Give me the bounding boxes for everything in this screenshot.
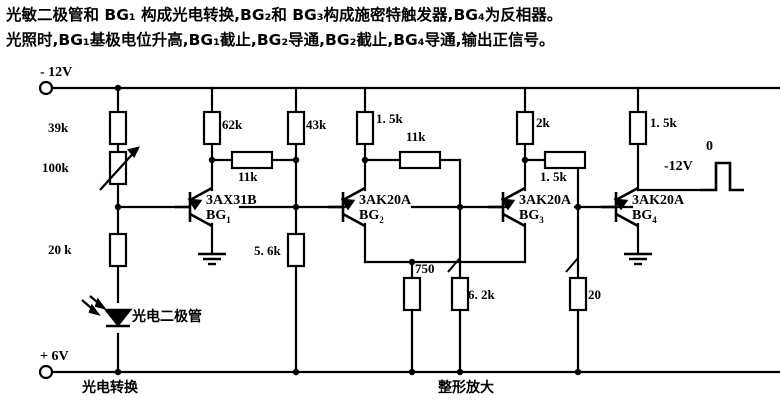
- resistor-label-20: 20: [588, 287, 601, 302]
- dot-bottom-left: [114, 368, 122, 376]
- terminals: [38, 80, 54, 380]
- transistor-name-bg3: BG: [519, 207, 540, 223]
- resistor-label-20k: 20 k: [48, 242, 72, 257]
- resistor-label-11k-a: 11k: [238, 169, 258, 184]
- junction-dots: [114, 84, 582, 376]
- var-mark-6k2: [447, 257, 461, 273]
- transistor-label-bg3: 3AK20A BG3: [519, 193, 572, 225]
- waveform-label-low: -12V: [664, 159, 693, 174]
- resistor-1k5-a: [355, 110, 375, 146]
- resistor-2k: [515, 110, 535, 146]
- resistor-label-100k: 100k: [42, 160, 69, 175]
- transistor-index-bg2: 2: [379, 214, 384, 225]
- resistor-label-62k: 62k: [222, 117, 243, 132]
- ground-symbols: [198, 252, 652, 266]
- waveform-label-high: 0: [706, 139, 713, 154]
- transistor-label-bg1: 3AX31B BG1: [206, 193, 257, 225]
- resistor-label-39k: 39k: [48, 120, 69, 135]
- terminal-minus12v: [38, 80, 54, 96]
- dot-bg1-base: [114, 203, 122, 211]
- rail-label-plus6v: + 6V: [40, 349, 69, 364]
- dot-bg1-collector: [208, 156, 216, 164]
- dot-43k-node: [292, 156, 300, 164]
- dot-750-node: [408, 258, 416, 266]
- terminal-plus6v: [38, 364, 54, 380]
- transistor-label-bg2: 3AK20A BG2: [359, 193, 412, 225]
- description-line-2: 光照时,BG₁基极电位升高,BG₁截止,BG₂导通,BG₂截止,BG₄导通,输出…: [6, 31, 555, 49]
- resistor-label-1k5-c: 1. 5k: [650, 115, 677, 130]
- resistor-11k-a: [230, 150, 274, 170]
- dot-6k2-rail: [456, 368, 464, 376]
- resistor-20k: [108, 232, 128, 268]
- resistor-bodies-horizontal: [230, 150, 587, 170]
- resistor-label-2k: 2k: [536, 115, 550, 130]
- resistor-39k: [108, 110, 128, 146]
- section-label-right: 整形放大: [438, 380, 494, 396]
- transistor-bg3: [488, 186, 526, 228]
- potentiometer-arrow-100k: [99, 146, 141, 191]
- transistor-bg1: [175, 186, 213, 228]
- rail-label-minus12v: - 12V: [40, 65, 73, 80]
- transistor-type-bg1: 3AX31B: [206, 193, 257, 208]
- dot-750-rail: [408, 368, 416, 376]
- ground-bg4: [624, 252, 652, 266]
- description-line-1: 光敏二极管和 BG₁ 构成光电转换,BG₂和 BG₃构成施密特触发器,BG₄为反…: [6, 6, 563, 24]
- transistor-index-bg3: 3: [539, 214, 544, 225]
- resistor-label-1k5-b: 1. 5k: [540, 169, 567, 184]
- transistor-label-bg4: 3AK20A BG4: [632, 193, 685, 225]
- photodiode-symbol: [81, 295, 133, 328]
- transistor-name-bg2: BG: [359, 207, 380, 223]
- transistor-bg2: [328, 186, 366, 228]
- dot-6k2-signal: [456, 203, 464, 211]
- dot-bg4-base: [574, 203, 582, 211]
- dot-bg3-collector: [521, 156, 529, 164]
- resistor-62k: [202, 110, 222, 146]
- resistor-100k: [108, 150, 128, 186]
- resistor-label-6k2: 6. 2k: [468, 287, 495, 302]
- transistor-index-bg4: 4: [652, 214, 657, 225]
- transistor-index-bg1: 1: [226, 214, 231, 225]
- transistor-type-bg3: 3AK20A: [519, 193, 572, 208]
- resistor-43k: [286, 110, 306, 146]
- dot-bg2-collector: [361, 156, 369, 164]
- section-label-left: 光电转换: [82, 380, 138, 396]
- dot-20-rail: [574, 368, 582, 376]
- variable-resistor-marks: [447, 257, 579, 273]
- photodiode-label: 光电二极管: [132, 309, 202, 325]
- resistor-20: [568, 276, 588, 312]
- transistor-name-bg4: BG: [632, 207, 653, 223]
- resistor-5k6: [286, 232, 306, 268]
- ground-bg1: [198, 252, 226, 266]
- resistor-6k2: [450, 276, 470, 312]
- resistor-label-43k: 43k: [306, 117, 327, 132]
- resistor-label-750: 750: [415, 261, 435, 276]
- dot-signal-43k: [292, 203, 300, 211]
- resistor-label-1k5-a: 1. 5k: [376, 111, 403, 126]
- resistor-750: [402, 276, 422, 312]
- transistor-type-bg2: 3AK20A: [359, 193, 412, 208]
- resistor-11k-b: [398, 150, 442, 170]
- transistor-name-bg1: BG: [206, 207, 227, 223]
- dot-5k6-rail: [292, 368, 300, 376]
- resistor-1k5-b: [543, 150, 587, 170]
- resistor-bodies: [108, 110, 648, 312]
- dot-rail-left: [114, 84, 122, 92]
- resistor-1k5-c: [628, 110, 648, 146]
- resistor-label-11k-b: 11k: [406, 129, 426, 144]
- var-mark-20: [565, 257, 579, 273]
- transistor-bg4: [601, 186, 639, 228]
- output-waveform: [700, 161, 744, 192]
- light-arrows: [81, 295, 107, 316]
- transistor-type-bg4: 3AK20A: [632, 193, 685, 208]
- resistor-label-5k6: 5. 6k: [254, 243, 281, 258]
